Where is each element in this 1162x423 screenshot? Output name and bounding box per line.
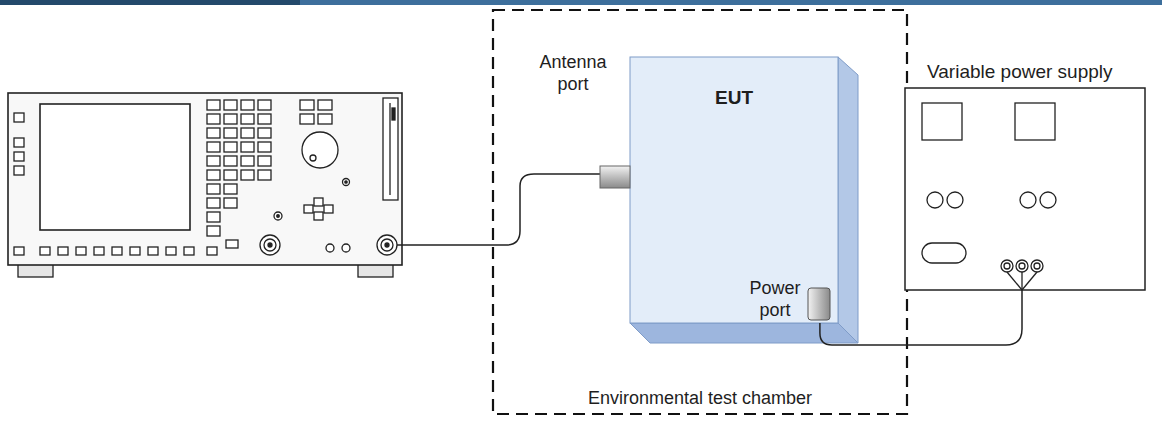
eut-box — [630, 57, 858, 343]
power-cable — [820, 290, 1022, 345]
port-label: Power port — [733, 278, 817, 321]
node-label: EUT — [630, 87, 838, 110]
power-supply — [905, 88, 1145, 290]
power-connector — [808, 288, 830, 320]
node-label: Variable power supply — [927, 61, 1113, 84]
antenna-connector — [600, 166, 630, 188]
header-band — [0, 0, 1162, 5]
node-label: Environmental test chamber — [493, 388, 907, 410]
port-label: Antenna port — [528, 52, 618, 95]
chamber-outline — [493, 10, 907, 414]
eut-box: EUT — [630, 57, 838, 323]
rf-cable — [397, 174, 600, 245]
power-supply-box: Variable power supply — [905, 88, 1145, 290]
spectrum-analyzer — [8, 93, 402, 277]
header-band — [0, 0, 300, 5]
